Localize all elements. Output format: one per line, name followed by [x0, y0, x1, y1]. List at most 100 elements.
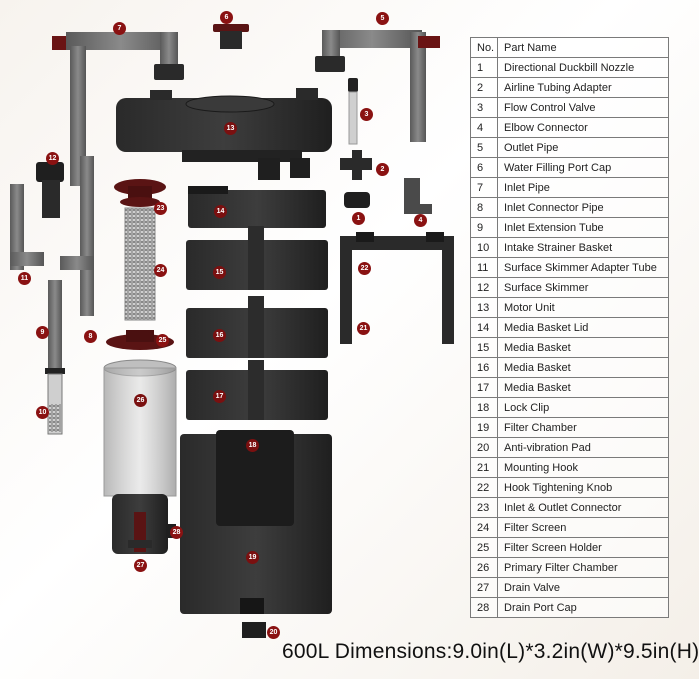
callout-15: 15 [213, 266, 226, 279]
column-header-no: No. [470, 37, 498, 58]
filter-screen [124, 207, 156, 321]
callout-14: 14 [214, 205, 227, 218]
part-number-cell: 15 [470, 337, 498, 358]
part-number-cell: 9 [470, 217, 498, 238]
part-number-cell: 13 [470, 297, 498, 318]
part-number-cell: 12 [470, 277, 498, 298]
media-basket-lid [188, 186, 326, 228]
part-number-cell: 27 [470, 577, 498, 598]
part-number-cell: 10 [470, 237, 498, 258]
callout-6: 6 [220, 11, 233, 24]
part-name-cell: Airline Tubing Adapter [497, 77, 669, 98]
part-number-cell: 24 [470, 517, 498, 538]
part-name-cell: Filter Screen Holder [497, 537, 669, 558]
part-number-cell: 14 [470, 317, 498, 338]
part-name-cell: Media Basket [497, 337, 669, 358]
callout-20: 20 [267, 626, 280, 639]
part-name-cell: Mounting Hook [497, 457, 669, 478]
part-number-cell: 25 [470, 537, 498, 558]
hook-tightening-knob [356, 232, 444, 242]
part-number-cell: 3 [470, 97, 498, 118]
dimensions-caption: 600L Dimensions:9.0in(L)*3.2in(W)*9.5in(… [282, 640, 699, 663]
callout-7: 7 [113, 22, 126, 35]
part-name-cell: Outlet Pipe [497, 137, 669, 158]
callout-24: 24 [154, 264, 167, 277]
callout-22: 22 [358, 262, 371, 275]
callout-16: 16 [213, 329, 226, 342]
callout-21: 21 [357, 322, 370, 335]
callout-27: 27 [134, 559, 147, 572]
part-number-cell: 19 [470, 417, 498, 438]
callout-8: 8 [84, 330, 97, 343]
part-name-cell: Anti-vibration Pad [497, 437, 669, 458]
callout-26: 26 [134, 394, 147, 407]
parts-illustration [10, 24, 454, 638]
callout-23: 23 [154, 202, 167, 215]
anti-vibration-pad [242, 622, 266, 638]
callout-11: 11 [18, 272, 31, 285]
inlet-pipe [52, 32, 184, 186]
part-name-cell: Flow Control Valve [497, 97, 669, 118]
drain-valve [128, 512, 152, 552]
part-number-cell: 6 [470, 157, 498, 178]
part-number-cell: 16 [470, 357, 498, 378]
part-number-cell: 23 [470, 497, 498, 518]
outlet-pipe [315, 30, 440, 142]
part-number-cell: 7 [470, 177, 498, 198]
inlet-outlet-connector [114, 179, 166, 207]
table-header-row: No. Part Name [470, 37, 669, 58]
part-name-cell: Media Basket Lid [497, 317, 669, 338]
part-name-cell: Motor Unit [497, 297, 669, 318]
part-number-cell: 18 [470, 397, 498, 418]
part-name-cell: Media Basket [497, 377, 669, 398]
callout-18: 18 [246, 439, 259, 452]
part-name-cell: Media Basket [497, 357, 669, 378]
part-name-cell: Surface Skimmer Adapter Tube [497, 257, 669, 278]
callout-9: 9 [36, 326, 49, 339]
mounting-hook [340, 236, 454, 344]
part-name-cell: Inlet Pipe [497, 177, 669, 198]
part-name-cell: Drain Valve [497, 577, 669, 598]
callout-25: 25 [156, 334, 169, 347]
part-number-cell: 11 [470, 257, 498, 278]
part-name-cell: Hook Tightening Knob [497, 477, 669, 498]
part-number-cell: 4 [470, 117, 498, 138]
surface-skimmer-adapter-tube [10, 184, 44, 270]
column-header-part-name: Part Name [497, 37, 669, 58]
callout-12: 12 [46, 152, 59, 165]
inlet-connector-pipe [60, 156, 94, 316]
part-name-cell: Lock Clip [497, 397, 669, 418]
part-number-cell: 20 [470, 437, 498, 458]
inlet-extension-tube [45, 280, 65, 374]
part-name-cell: Intake Strainer Basket [497, 237, 669, 258]
part-name-cell: Primary Filter Chamber [497, 557, 669, 578]
filter-chamber [180, 430, 332, 614]
part-name-cell: Elbow Connector [497, 117, 669, 138]
directional-duckbill-nozzle [344, 192, 370, 208]
part-number-cell: 1 [470, 57, 498, 78]
part-name-cell: Filter Screen [497, 517, 669, 538]
part-name-cell: Water Filling Port Cap [497, 157, 669, 178]
media-basket-17 [186, 360, 328, 420]
part-name-cell: Drain Port Cap [497, 597, 669, 618]
water-filling-port-cap [213, 24, 249, 49]
part-number-cell: 28 [470, 597, 498, 618]
part-number-cell: 17 [470, 377, 498, 398]
part-number-cell: 8 [470, 197, 498, 218]
